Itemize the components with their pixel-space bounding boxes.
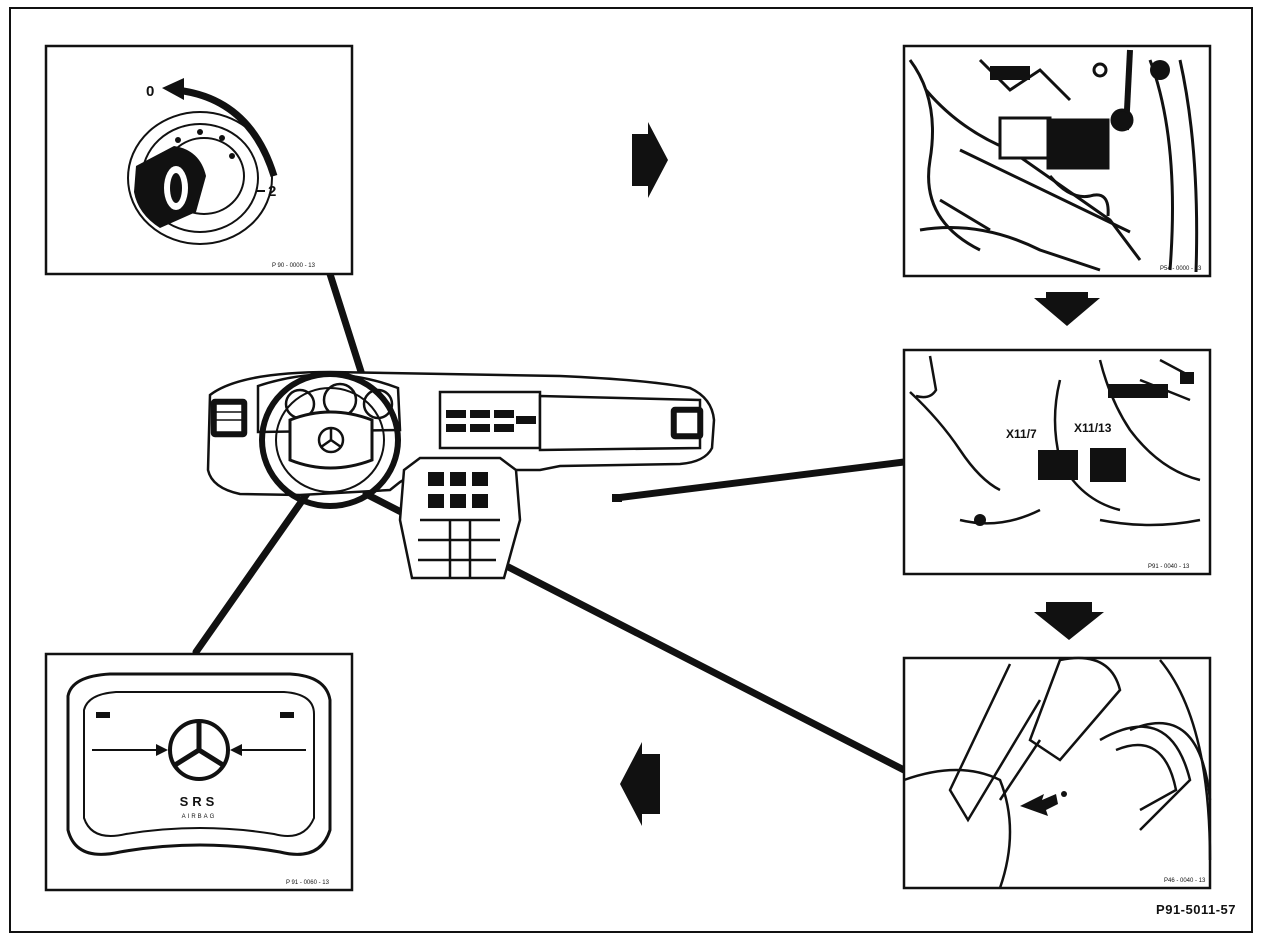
outer-border: [9, 7, 1253, 933]
scale-start-label: 0: [146, 83, 154, 100]
airbag-emblem-subtext: AIRBAG: [182, 814, 217, 820]
connector-ref: P91 - 0040 - 13: [1148, 564, 1190, 570]
connector-panel: X11/7 X11/13 P91 - 0040 - 13: [902, 348, 1212, 576]
arrow-right: [632, 122, 668, 198]
column-ref: P46 - 0040 - 13: [1164, 878, 1206, 884]
airbag-ref: P 91 - 0060 - 13: [286, 880, 330, 886]
airbag-panel: SRS AIRBAG P 91 - 0060 - 13: [44, 652, 354, 892]
arrow-down-1: [1034, 298, 1100, 326]
arrow-down-2: [1034, 612, 1104, 640]
dashboard-illustration: [206, 370, 716, 580]
connector-b-label: X11/13: [1074, 421, 1112, 435]
figure-code: P91-5011-57: [1156, 902, 1236, 917]
column-panel: P46 - 0040 - 13: [902, 656, 1212, 890]
leader-airbag: [192, 474, 322, 656]
battery-panel: P54 - 0000 - 13: [902, 44, 1212, 278]
airbag-emblem-text: SRS: [180, 794, 219, 809]
battery-ref: P54 - 0000 - 13: [1160, 266, 1202, 272]
arrow-left: [620, 742, 660, 826]
flow-arrows: [620, 122, 1104, 826]
ignition-ref: P 90 - 0000 - 13: [272, 263, 316, 269]
scale-end-label: 2: [268, 183, 276, 200]
connector-a-label: X11/7: [1006, 427, 1037, 441]
ignition-panel: 0 2 P 90 - 0000 - 13: [44, 44, 354, 276]
leader-connector: [612, 458, 908, 502]
